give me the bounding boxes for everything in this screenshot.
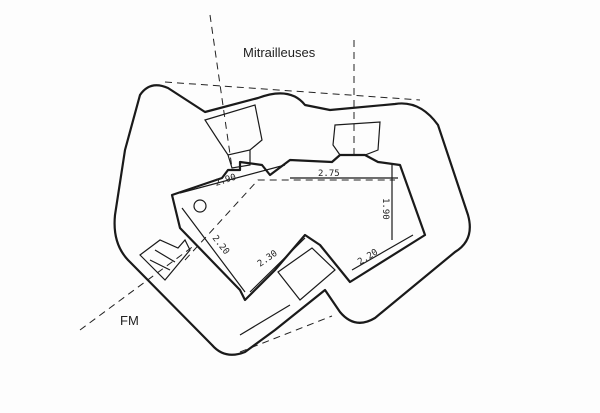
- interior-axis: [184, 179, 395, 261]
- vent-circle: [193, 199, 207, 213]
- entrance-block: [239, 247, 336, 336]
- outer-wall: [113, 84, 471, 356]
- dimension-2-75: 2.75: [318, 169, 340, 179]
- dimension-2-20-left: 2.20: [210, 234, 231, 257]
- right-gun-embrasure: [332, 121, 381, 156]
- firing-line-left-gun: [209, 14, 233, 169]
- dimension-2-90: 2.90: [214, 173, 238, 189]
- inner-room: [170, 153, 427, 302]
- left-gun-embrasure: [204, 104, 263, 169]
- fm-label: FM: [120, 313, 139, 328]
- dimension-lines: [179, 164, 414, 293]
- top-envelope-line: [164, 81, 421, 101]
- fm-embrasure: [139, 238, 191, 281]
- dimension-1-90: 1.90: [380, 198, 390, 220]
- bottom-envelope-line: [239, 315, 333, 353]
- mitrailleuses-label: Mitrailleuses: [243, 45, 316, 60]
